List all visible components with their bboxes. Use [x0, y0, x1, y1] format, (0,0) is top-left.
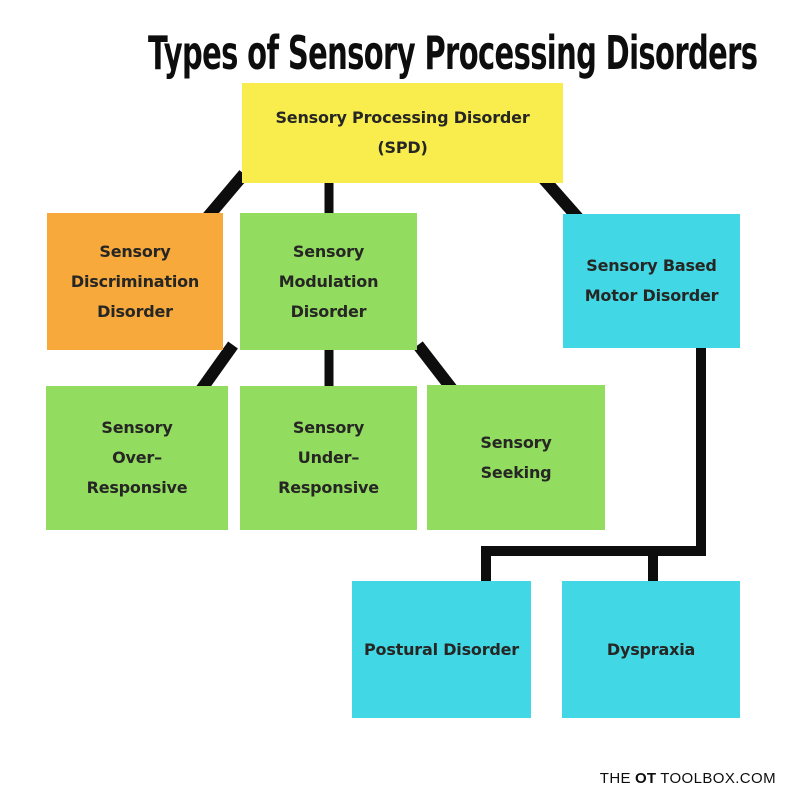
connector-spd-to-motor — [537, 173, 584, 223]
node-label-line: Responsive — [278, 478, 379, 497]
logo-prefix: THE — [599, 770, 631, 787]
node-label-line: Sensory Based — [586, 256, 717, 275]
node-label-line: Sensory — [480, 432, 552, 452]
logo-suffix: TOOLBOX.COM — [660, 770, 776, 787]
logo-brand: OT — [634, 770, 657, 787]
node-label-line: Disorder — [290, 301, 367, 321]
node-label-line: Sensory — [101, 418, 173, 437]
node-label-line: Sensory Processing Disorder — [275, 108, 530, 127]
node-label-line: Disorder — [97, 301, 173, 321]
node-label-line: (SPD) — [377, 138, 428, 157]
node-label-line: Modulation — [278, 271, 379, 291]
node-label-line: Postural Disorder — [364, 639, 519, 659]
node-label-line: Seeking — [480, 462, 552, 482]
node-label-line: Responsive — [86, 478, 188, 497]
node-label-line: Discrimination — [70, 271, 200, 291]
node-sensory-seeking: Sensory Seeking — [427, 385, 605, 530]
connector-spd-to-discrimination — [201, 170, 249, 223]
connector-motor-to-postural-elbow — [481, 340, 706, 585]
connector-modulation-to-seeking — [413, 341, 457, 393]
node-sensory-based-motor-disorder: Sensory Based Motor Disorder — [563, 214, 740, 348]
node-label-line: Under– — [297, 448, 360, 467]
node-sensory-processing-disorder: Sensory Processing Disorder (SPD) — [242, 83, 563, 183]
node-label-line: Motor Disorder — [584, 286, 719, 305]
node-dyspraxia: Dyspraxia — [562, 581, 740, 718]
node-sensory-modulation-disorder: Sensory Modulation Disorder — [240, 213, 417, 350]
connector-modulation-to-over-responsive — [196, 341, 238, 394]
node-postural-disorder: Postural Disorder — [352, 581, 531, 718]
node-label-line: Dyspraxia — [606, 639, 696, 659]
node-label-line: Sensory — [292, 418, 365, 437]
node-label-line: Sensory — [292, 241, 365, 261]
node-label-line: Sensory — [99, 241, 171, 261]
node-sensory-over-responsive: Sensory Over– Responsive — [46, 386, 228, 530]
node-sensory-discrimination-disorder: Sensory Discrimination Disorder — [47, 213, 223, 350]
node-label-line: Over– — [112, 448, 162, 467]
node-sensory-under-responsive: Sensory Under– Responsive — [240, 386, 417, 530]
